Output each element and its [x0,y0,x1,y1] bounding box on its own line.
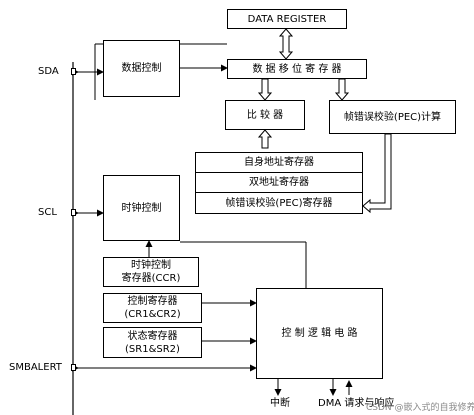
data-shift-register-label: 数 据 移 位 寄 存 器 [252,63,342,75]
ccr-label-line-2: 寄存器(CCR) [121,273,181,284]
sda-pin-label: SDA [38,66,59,77]
data-control-label: 数据控制 [121,63,162,74]
scl-pin-marker [71,209,76,216]
scl-pin-label: SCL [38,207,57,218]
comparator-label: 比 较 器 [246,109,284,121]
comparator-block: 比 较 器 [225,100,305,130]
data-register-shift-hollow-arrow [278,28,294,60]
own-address-register-label: 自身地址寄存器 [244,157,314,168]
cr-label-line-2: (CR1&CR2) [124,309,181,320]
clock-control-block: 时钟控制 [103,175,180,241]
clock-control-register-block: 时钟控制 寄存器(CCR) [103,257,199,287]
pec-calc-block: 帧错误校验(PEC)计算 [329,100,456,134]
pec-calc-label: 帧错误校验(PEC)计算 [343,111,442,123]
pec-calc-to-register-hollow-arrow [362,133,392,214]
dual-address-register-block: 双地址寄存器 [195,172,363,193]
sda-pin-marker [71,68,76,75]
ccr-label-line-1: 时钟控制 [131,260,171,271]
pec-register-label: 帧错误校验(PEC)寄存器 [225,197,333,209]
cr-label-line-1: 控制寄存器 [127,296,178,307]
data-register-label: DATA REGISTER [247,13,327,25]
smbalert-pin-label: SMBALERT [9,362,62,373]
own-address-register-block: 自身地址寄存器 [195,152,363,173]
control-register-block: 控制寄存器 (CR1&CR2) [103,293,202,323]
interrupt-output-label: 中断 [270,398,290,409]
control-logic-block: 控 制 逻 辑 电 路 [256,288,383,379]
shift-to-pec-calc-hollow-arrow [334,78,350,101]
data-control-block: 数据控制 [103,40,180,97]
pec-register-block: 帧错误校验(PEC)寄存器 [195,192,363,214]
sr-label-line-1: 状态寄存器 [127,330,178,342]
shift-to-comparator-hollow-arrow [257,78,273,101]
status-register-block: 状态寄存器 (SR1&SR2) [103,327,202,358]
dma-output-label: DMA 请求与响应 [318,398,395,409]
sr-label-line-2: (SR1&SR2) [125,343,180,355]
data-register-block: DATA REGISTER [227,9,347,29]
control-logic-label: 控 制 逻 辑 电 路 [281,328,358,339]
watermark-text: CSDN @嵌入式的自我修养 [366,403,474,413]
clock-control-label: 时钟控制 [121,202,162,214]
dual-address-register-label: 双地址寄存器 [249,177,309,188]
smbalert-pin-marker [71,364,76,371]
address-to-comparator-hollow-arrow [257,129,273,149]
data-shift-register-block: 数 据 移 位 寄 存 器 [227,59,367,79]
